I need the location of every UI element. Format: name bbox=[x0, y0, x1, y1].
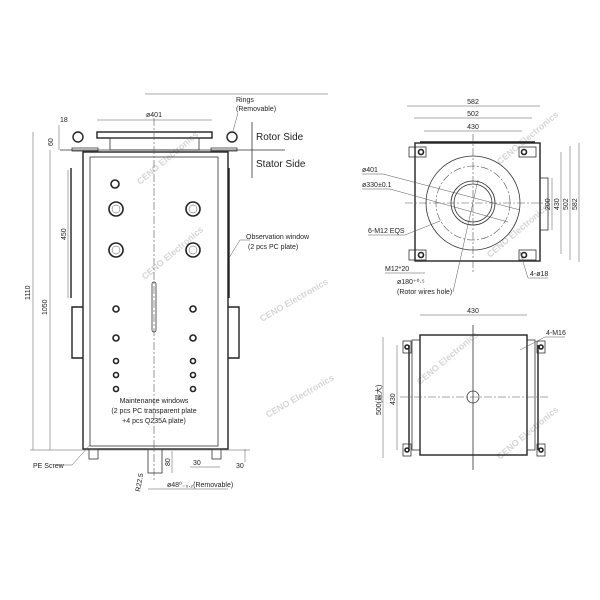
dim-502: 502 bbox=[467, 111, 479, 118]
dim-foot-width: 30 bbox=[193, 460, 201, 467]
dim-500: 500(最大) bbox=[374, 385, 383, 415]
dim-200: 200 bbox=[545, 198, 552, 210]
dim-v430: 430 bbox=[554, 198, 561, 210]
dim-shaft-length: 80 bbox=[165, 458, 172, 466]
dim-total-height: 1110 bbox=[25, 285, 32, 300]
dim-ring-offset: 18 bbox=[60, 117, 68, 124]
label-m12-eqs: 6-M12 EQS bbox=[368, 228, 405, 235]
label-4-d18: 4-ø18 bbox=[530, 271, 548, 278]
bottom-view-body bbox=[419, 334, 528, 456]
label-rotor-wires-hole: (Rotor wires hole) bbox=[397, 289, 452, 296]
watermark: CENO Electronics bbox=[264, 373, 336, 420]
dim-window-height: 450 bbox=[61, 228, 68, 240]
label-4-m16: 4-M16 bbox=[546, 330, 566, 337]
maintenance-note: +4 pcs Q235A plate) bbox=[122, 418, 186, 425]
dim-bottom-v430: 430 bbox=[390, 393, 397, 405]
dim-bottom-430: 430 bbox=[467, 308, 479, 315]
stator-side-label: Stator Side bbox=[256, 159, 306, 170]
dim-top-diameter: ø401 bbox=[146, 112, 162, 119]
label-d401: ø401 bbox=[362, 167, 378, 174]
label-d180: ø180⁺⁰·⁵ bbox=[397, 278, 425, 286]
rings-label: Rings bbox=[236, 97, 254, 104]
handle-left bbox=[71, 306, 83, 359]
handle-right bbox=[228, 306, 240, 359]
mount-holes bbox=[402, 340, 546, 457]
watermark: CENO Electronics bbox=[258, 277, 330, 324]
front-view: Maintenance windows (2 pcs PC transparen… bbox=[25, 93, 328, 493]
mount-brackets bbox=[408, 146, 537, 261]
pe-screw-label: PE Screw bbox=[33, 463, 65, 470]
observation-window-label: Observation window bbox=[246, 234, 310, 241]
dim-582: 582 bbox=[467, 99, 479, 106]
top-view: 582 502 430 200 430 502 582 ø401 ø330±0.… bbox=[362, 99, 580, 296]
observation-window-note: (2 pcs PC plate) bbox=[248, 244, 298, 251]
ring-right bbox=[226, 131, 238, 143]
dim-radius: R22.5 bbox=[135, 473, 145, 493]
bottom-view: 430 500(最大) 430 4-M16 bbox=[374, 308, 566, 470]
ring-left bbox=[72, 131, 84, 143]
top-view-body bbox=[414, 142, 541, 262]
dim-v502: 502 bbox=[563, 198, 570, 210]
dim-shaft-diameter: ø48⁰₋₀.₂(Removable) bbox=[167, 481, 233, 489]
dim-430: 430 bbox=[467, 124, 479, 131]
rotor-side-label: Rotor Side bbox=[256, 132, 304, 143]
shaft bbox=[147, 448, 163, 474]
maintenance-label: Maintenance windows bbox=[120, 398, 189, 405]
dim-foot-height: 30 bbox=[236, 463, 244, 470]
dim-flange-height: 60 bbox=[48, 138, 55, 146]
dim-body-height: 1050 bbox=[42, 299, 49, 315]
dim-v582: 582 bbox=[572, 198, 579, 210]
watermark: CENO Electronics bbox=[415, 329, 480, 386]
slot bbox=[151, 281, 157, 333]
maintenance-note: (2 pcs PC transparent plate bbox=[111, 408, 196, 415]
terminal-holes bbox=[108, 179, 201, 393]
label-m12x20: M12*20 bbox=[385, 266, 409, 273]
label-d330: ø330±0.1 bbox=[362, 182, 392, 189]
rings-note: (Removable) bbox=[236, 106, 276, 113]
